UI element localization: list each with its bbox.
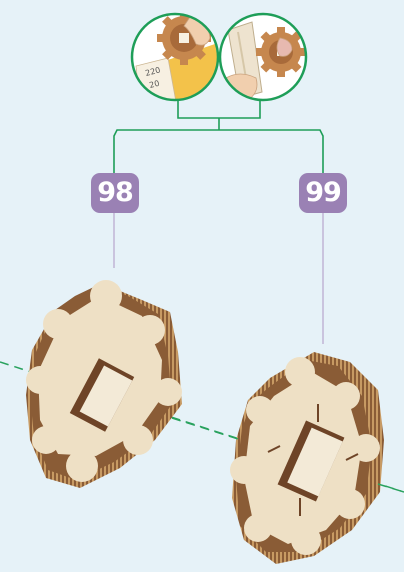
step-badge-99: 99 (299, 173, 347, 213)
sanding-stick-detail (218, 12, 308, 102)
gear-piece-98 (26, 280, 182, 488)
gear-piece-99 (230, 352, 384, 564)
detail-callout: 220 20 (130, 11, 308, 106)
step-badge-98: 98 (91, 173, 139, 213)
connector-lines (114, 100, 323, 176)
